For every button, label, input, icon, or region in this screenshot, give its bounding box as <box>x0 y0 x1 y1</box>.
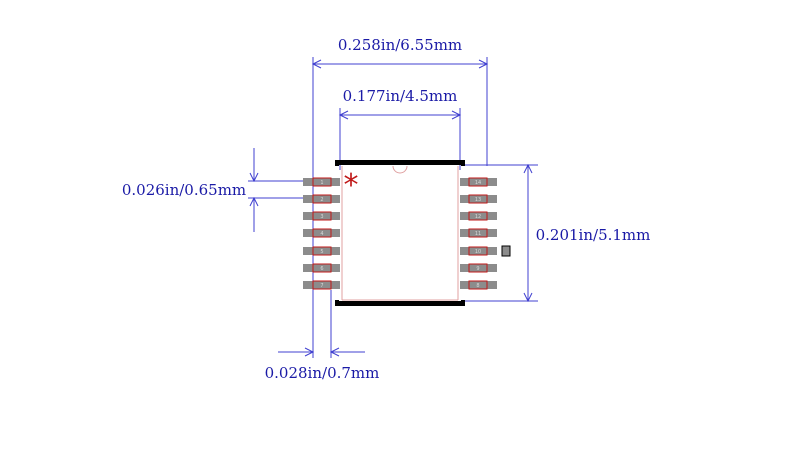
pad: 12 <box>460 211 497 221</box>
body-width-dimension: 0.177in/4.5mm <box>338 87 462 170</box>
body-top-edge <box>335 160 465 165</box>
pin-number: 12 <box>475 214 481 220</box>
pin-number: 7 <box>320 283 323 289</box>
pad: 4 <box>303 228 340 238</box>
pitch-dimension: 0.026in/0.65mm <box>122 148 312 232</box>
package-body <box>335 160 465 306</box>
pin-number: 13 <box>475 197 481 203</box>
pin-number: 5 <box>320 249 323 255</box>
pin-number: 9 <box>476 266 479 272</box>
pad: 1 <box>303 177 340 187</box>
pin-number: 2 <box>320 197 323 203</box>
pad: 2 <box>303 194 340 204</box>
reference-marker <box>501 245 511 257</box>
pad-width-dimension: 0.028in/0.7mm <box>265 290 380 382</box>
pad: 9 <box>460 263 497 273</box>
pad-width-label: 0.028in/0.7mm <box>265 364 380 382</box>
pin1-marker: * <box>344 168 359 203</box>
body-length-label: 0.201in/5.1mm <box>536 226 651 244</box>
pad: 10 <box>460 246 497 256</box>
body-length-dimension: 0.201in/5.1mm <box>462 163 651 303</box>
pin-number: 14 <box>475 180 481 186</box>
body-width-label: 0.177in/4.5mm <box>343 87 458 105</box>
pad: 13 <box>460 194 497 204</box>
pin-number: 6 <box>320 266 323 272</box>
pad: 14 <box>460 177 497 187</box>
pad: 6 <box>303 263 340 273</box>
pin-number: 8 <box>476 283 479 289</box>
left-pads: 1 2 3 4 5 6 7 <box>303 177 340 290</box>
pad: 8 <box>460 280 497 290</box>
pad: 11 <box>460 228 497 238</box>
pin-number: 10 <box>475 249 481 255</box>
pin-number: 1 <box>320 180 323 186</box>
pitch-label: 0.026in/0.65mm <box>122 181 246 199</box>
pin1-notch <box>392 165 408 174</box>
pad: 5 <box>303 246 340 256</box>
pad: 3 <box>303 211 340 221</box>
right-pads: 14 13 12 11 10 9 8 <box>460 177 497 290</box>
pad: 7 <box>303 280 340 290</box>
overall-width-label: 0.258in/6.55mm <box>338 36 462 54</box>
body-bottom-edge <box>335 301 465 306</box>
pin-number: 4 <box>320 231 323 237</box>
overall-width-dimension: 0.258in/6.55mm <box>311 36 489 300</box>
pin-number: 11 <box>475 231 481 237</box>
pin-number: 3 <box>320 214 323 220</box>
